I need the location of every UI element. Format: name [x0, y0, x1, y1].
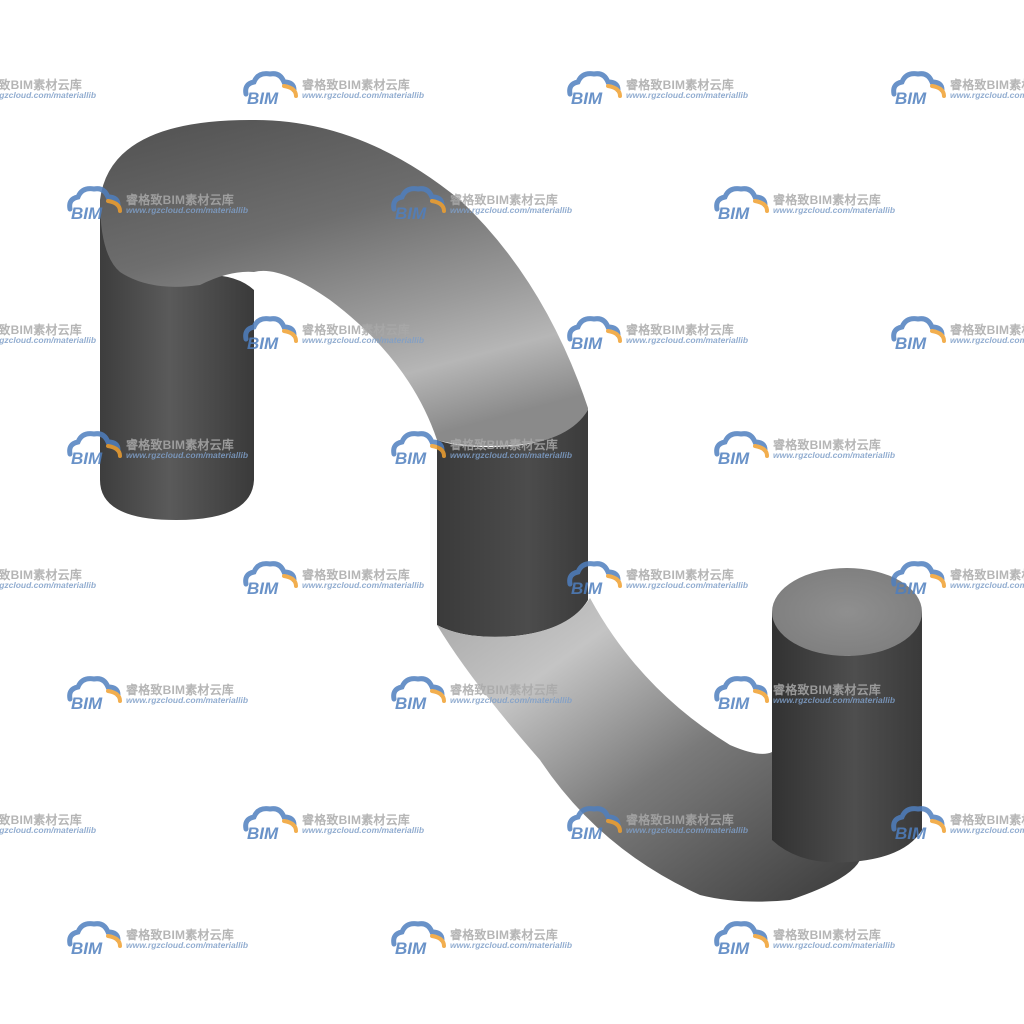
right-leg-end-cap [772, 568, 922, 656]
middle-segment [437, 410, 588, 637]
lower-bend [437, 598, 860, 902]
right-leg [772, 568, 922, 863]
upper-bend [100, 119, 588, 446]
